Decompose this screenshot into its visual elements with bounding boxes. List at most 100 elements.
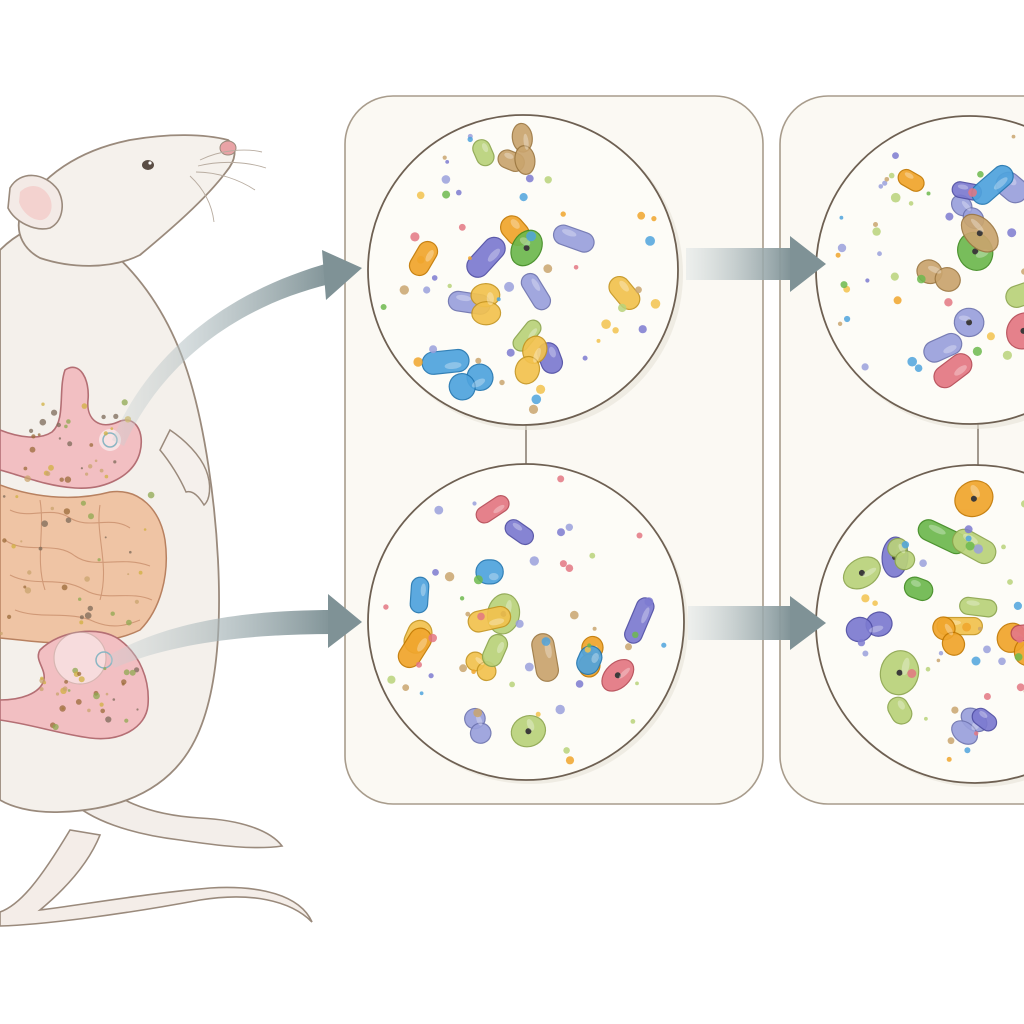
bacterium-icon [576,645,603,676]
bacterium-icon [481,633,509,668]
particle [1013,601,1023,611]
bacterium-icon [448,363,494,401]
particle [936,658,941,663]
particle [890,192,901,203]
particle [877,251,882,257]
particle [416,661,422,668]
bacterium-icon [511,122,536,175]
bacterium-icon [475,495,510,524]
particle [509,681,515,688]
particle [888,172,895,179]
gut-speck [75,699,82,705]
gut-speck [41,520,48,527]
particle [917,274,926,284]
particle [878,184,884,189]
particle [862,650,869,657]
gut-speck [84,576,90,582]
particle [601,319,611,330]
particle [861,363,869,371]
particle [419,691,424,696]
particle [901,541,910,549]
particle [559,560,567,568]
particle [925,666,931,672]
particle [983,645,991,654]
gut-speck [39,687,44,692]
rat-illustration [0,134,313,927]
microbe-cluster [380,122,661,414]
bacterium-icon [1005,279,1024,309]
particle [475,357,482,364]
gut-speck [27,570,32,575]
gut-speck [105,692,109,696]
particle [496,297,501,302]
gut-speck [66,419,71,424]
gut-speck [39,418,47,426]
particle [575,680,584,688]
particle [1016,636,1024,643]
bacterium-icon [887,696,913,725]
particle [650,299,661,309]
gut-speck [45,471,51,477]
gut-speck [55,692,60,696]
bacterium-icon [409,576,430,614]
particle [638,325,647,334]
particle [416,191,425,200]
gut-speck [20,540,23,543]
particle [1011,134,1016,139]
bacterium-icon [933,353,973,389]
gut-speck [77,671,82,677]
gut-speck [23,466,28,471]
particle [944,298,953,307]
particle [625,643,632,651]
particle [637,211,646,220]
particle [972,346,983,356]
particle [459,664,467,673]
particle [587,643,592,648]
particle [951,706,959,714]
particle [560,211,566,217]
particle [526,231,537,242]
particle [635,681,639,686]
particle [924,716,928,721]
gut-speck [52,723,59,731]
particle [410,232,420,242]
particle [499,379,505,386]
gut-speck [97,558,101,562]
gut-speck [129,669,136,676]
particle [573,265,579,270]
gut-speck [100,708,105,714]
particle [998,657,1006,666]
gut-speck [89,443,94,447]
bacterium-icon [971,164,1014,205]
particle [565,564,574,572]
gut-speck [87,605,94,612]
bacterium-icon [923,332,963,363]
gut-speck [113,413,119,419]
gut-speck [62,686,68,692]
bacterium-icon [916,259,961,292]
gut-speck [41,402,45,406]
particle [873,222,878,227]
particle [914,364,923,373]
particle [974,731,979,736]
particle [541,637,551,646]
bacterium-icon [601,658,635,692]
particle [543,264,553,273]
gut-speck [124,718,129,723]
gut-speck [65,517,72,523]
bacterium-icon [510,715,547,748]
gut-speck [112,698,116,701]
particle [857,638,866,647]
particle [473,708,483,718]
particle [431,275,438,281]
particle [582,355,588,361]
particle [596,338,601,343]
gut-speck [61,584,68,591]
particle [456,189,462,196]
particle [458,223,466,231]
gut-speck [38,546,43,551]
particle [387,675,396,684]
particle [964,747,971,754]
gut-speck [78,676,85,683]
particle [563,747,570,754]
